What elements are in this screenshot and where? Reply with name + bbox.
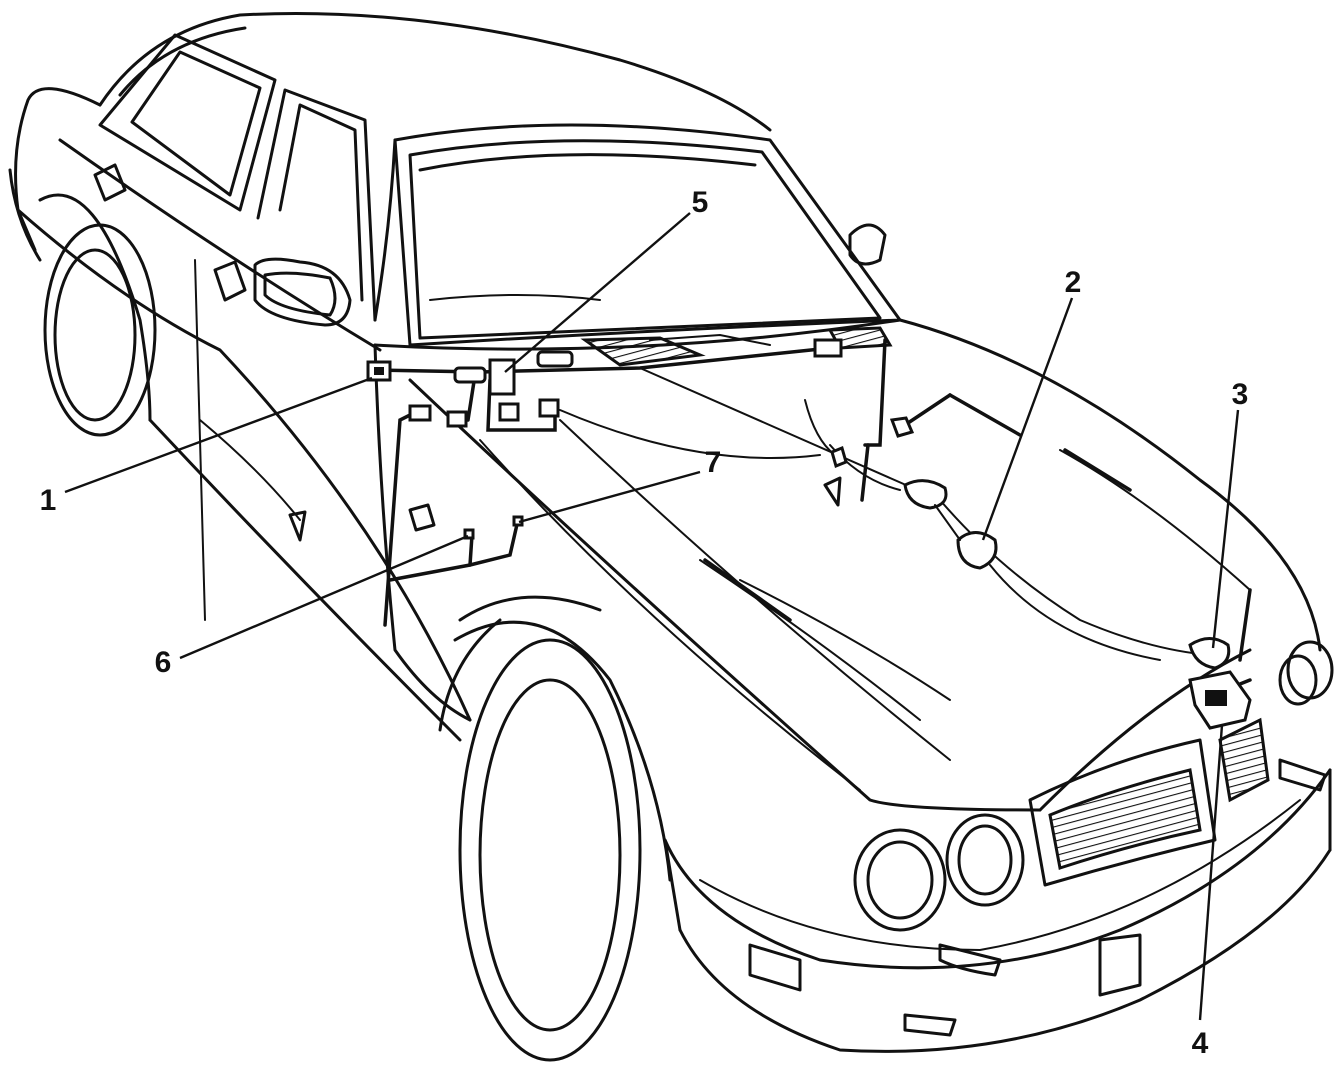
connector-e [813, 338, 843, 358]
callouts: 1 2 3 4 5 6 7 [40, 186, 1249, 1060]
callout-7: 7 [705, 446, 722, 479]
callout-6: 6 [155, 646, 172, 679]
connector-d [538, 398, 560, 418]
leader-lines [64, 212, 1240, 1021]
wiring-harness [373, 338, 1252, 702]
leader-1 [64, 376, 373, 494]
triangle-marker [823, 476, 842, 507]
leader-3 [1211, 409, 1240, 649]
connector-f [889, 416, 915, 438]
connector-a [408, 404, 432, 422]
leader-6 [179, 534, 469, 660]
callout-5: 5 [692, 186, 709, 219]
callout-2: 2 [1065, 266, 1082, 299]
leader-7 [518, 470, 701, 524]
car-body [8, 11, 1334, 1062]
leader-5 [504, 212, 691, 373]
callout-3: 3 [1232, 378, 1249, 411]
connector-1 [366, 360, 392, 382]
connector-c [498, 402, 520, 422]
horn-3 [1188, 637, 1231, 670]
connector-b [446, 410, 468, 428]
components [366, 338, 1252, 730]
washer-jet [830, 445, 848, 469]
sensor-6 [463, 528, 475, 540]
actuator-4 [1188, 670, 1252, 730]
sensor-2 [903, 479, 998, 570]
callout-1: 1 [40, 484, 57, 517]
module-5 [453, 350, 574, 396]
leader-4 [1198, 724, 1224, 1021]
leader-2 [981, 297, 1074, 541]
callout-4: 4 [1192, 1027, 1209, 1060]
